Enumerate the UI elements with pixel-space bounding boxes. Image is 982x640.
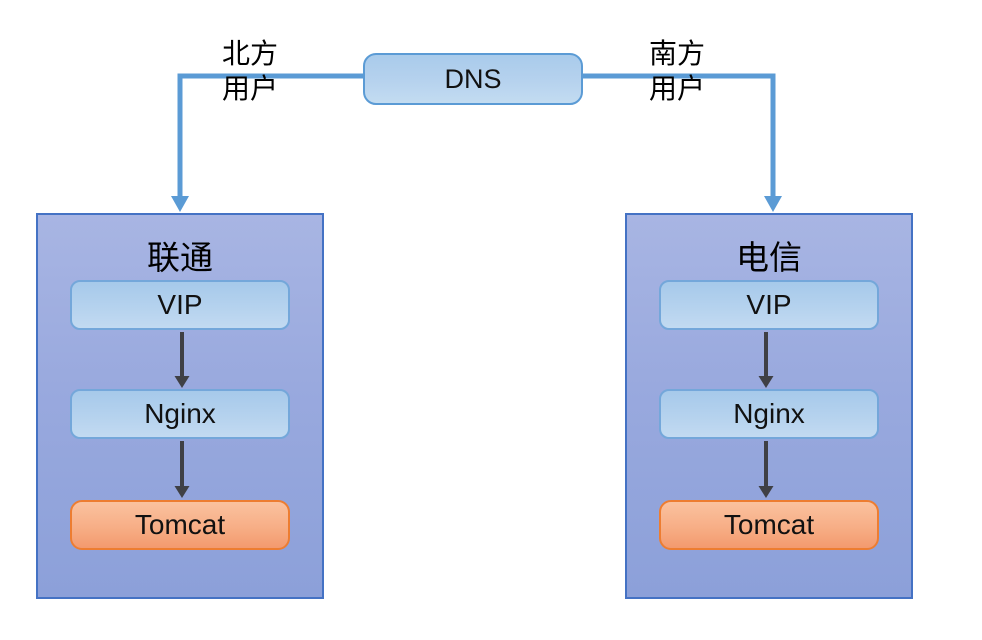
- label-south-users: 南方 用户: [635, 36, 719, 106]
- cluster-telecom: 电信 VIP Nginx Tomcat: [625, 213, 913, 599]
- cluster-unicom-title: 联通: [147, 238, 213, 277]
- node-unicom-tomcat-label: Tomcat: [134, 509, 226, 540]
- cluster-unicom: 联通 VIP Nginx Tomcat: [36, 213, 324, 599]
- dns-node: DNS: [363, 53, 583, 105]
- node-unicom-vip: VIP: [70, 280, 290, 330]
- node-telecom-tomcat-label: Tomcat: [723, 509, 815, 540]
- label-south-users-line1: 南方: [648, 37, 705, 70]
- node-unicom-vip-label: VIP: [157, 289, 203, 320]
- node-telecom-vip-label: VIP: [746, 289, 792, 320]
- node-telecom-nginx: Nginx: [659, 389, 879, 439]
- label-south-users-line2: 用户: [648, 72, 705, 105]
- label-north-users-line1: 北方: [221, 37, 278, 70]
- node-unicom-tomcat: Tomcat: [70, 500, 290, 550]
- node-telecom-nginx-label: Nginx: [733, 398, 805, 429]
- cluster-telecom-title: 电信: [736, 238, 802, 277]
- node-telecom-vip: VIP: [659, 280, 879, 330]
- label-north-users: 北方 用户: [208, 36, 292, 106]
- node-unicom-nginx-label: Nginx: [144, 398, 216, 429]
- node-telecom-tomcat: Tomcat: [659, 500, 879, 550]
- label-north-users-line2: 用户: [221, 72, 278, 105]
- node-unicom-nginx: Nginx: [70, 389, 290, 439]
- dns-label: DNS: [444, 63, 502, 94]
